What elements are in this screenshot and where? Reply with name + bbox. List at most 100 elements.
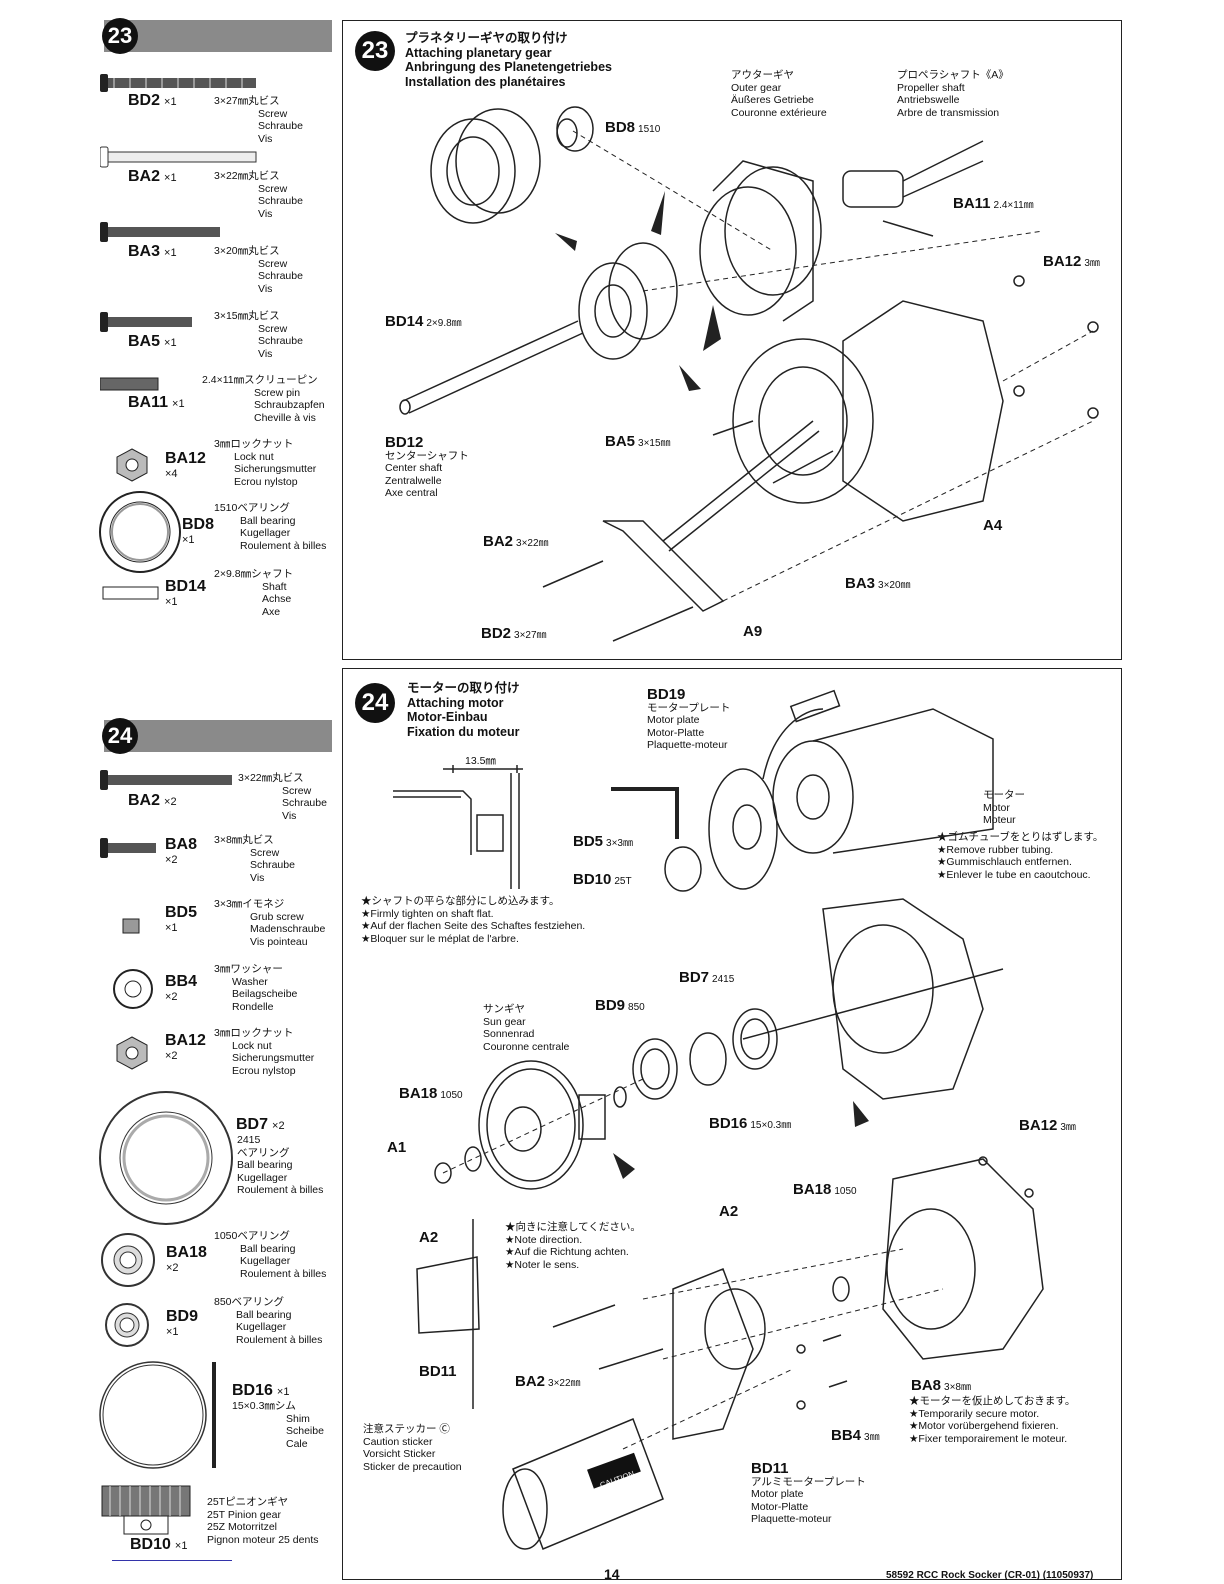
part-code: BD9×1 [166, 1308, 199, 1338]
lock-nut-icon [116, 448, 148, 482]
motor-assembly-diagram: CAUTION [393, 689, 1044, 1550]
part-code: BD5×1 [165, 904, 198, 934]
part-code: BA2×2 [128, 792, 177, 809]
ball-bearing-icon [105, 1303, 149, 1347]
screw-icon [100, 222, 220, 242]
rubber-tubing-note: ★ゴムチューブをとりはずします。★Remove rubber tubing.★G… [937, 831, 1104, 881]
part-code: BD7×2 [236, 1116, 285, 1133]
lock-nut-icon [116, 1036, 148, 1070]
part-code: BA11×1 [128, 394, 185, 411]
planetary-gear-assembly-diagram [399, 106, 1099, 642]
label-bd11: BD11 [419, 1363, 457, 1380]
label-a2: A2 [719, 1203, 739, 1220]
part-code: BD10×1 [130, 1536, 188, 1553]
screw-icon [100, 312, 192, 332]
label-a1: A1 [387, 1139, 407, 1156]
step-23-badge: 23 [102, 18, 138, 54]
page-number: 14 [604, 1566, 620, 1582]
step-24-number: 24 [355, 683, 395, 723]
direction-note: ★向きに注意してください。★Note direction.★Auf die Ri… [505, 1221, 641, 1271]
part-code: BA8×2 [165, 836, 198, 866]
label-a9: A9 [743, 623, 763, 640]
step-23-number: 23 [355, 31, 395, 71]
shaft-icon [102, 586, 159, 600]
grub-screw-icon [122, 918, 140, 934]
shaft-flat-note: ★シャフトの平らな部分にしめ込みます。★Firmly tighten on sh… [361, 895, 586, 945]
document-id: 58592 RCC Rock Socker (CR-01) (11050937) [886, 1570, 1094, 1581]
label-a2-detail: A2 [419, 1229, 439, 1246]
part-code: BA3×1 [128, 243, 177, 260]
ball-bearing-icon [101, 1233, 155, 1287]
ball-bearing-icon [99, 1091, 233, 1225]
part-code: BB4×2 [165, 973, 198, 1003]
part-code: BD16×1 [232, 1382, 290, 1399]
screw-pin-icon [100, 377, 159, 391]
step-24-badge: 24 [102, 718, 138, 754]
dimension-label: 13.5㎜ [465, 755, 496, 767]
step-24-header-bar: 24 [102, 718, 332, 754]
part-code: BA12×4 [165, 450, 206, 480]
part-code: BD14×1 [165, 578, 206, 608]
step-23-header-bar: 23 [102, 18, 332, 54]
rule [112, 1560, 232, 1561]
shim-icon [99, 1361, 216, 1469]
caution-sticker: CAUTION [587, 1452, 641, 1490]
ball-bearing-icon [99, 491, 181, 573]
part-code: BA12×2 [165, 1032, 206, 1062]
screw-icon [100, 74, 256, 92]
screw-icon [100, 838, 156, 858]
part-code: BA2×1 [128, 168, 177, 185]
pinion-gear-icon [101, 1485, 191, 1535]
part-code: BD8×1 [182, 516, 215, 546]
part-code: BA18×2 [166, 1244, 207, 1274]
part-code: BD2×1 [128, 92, 177, 109]
screw-icon [100, 146, 257, 168]
temporary-secure-note: ★モーターを仮止めしておきます。★Temporarily secure moto… [909, 1395, 1076, 1445]
